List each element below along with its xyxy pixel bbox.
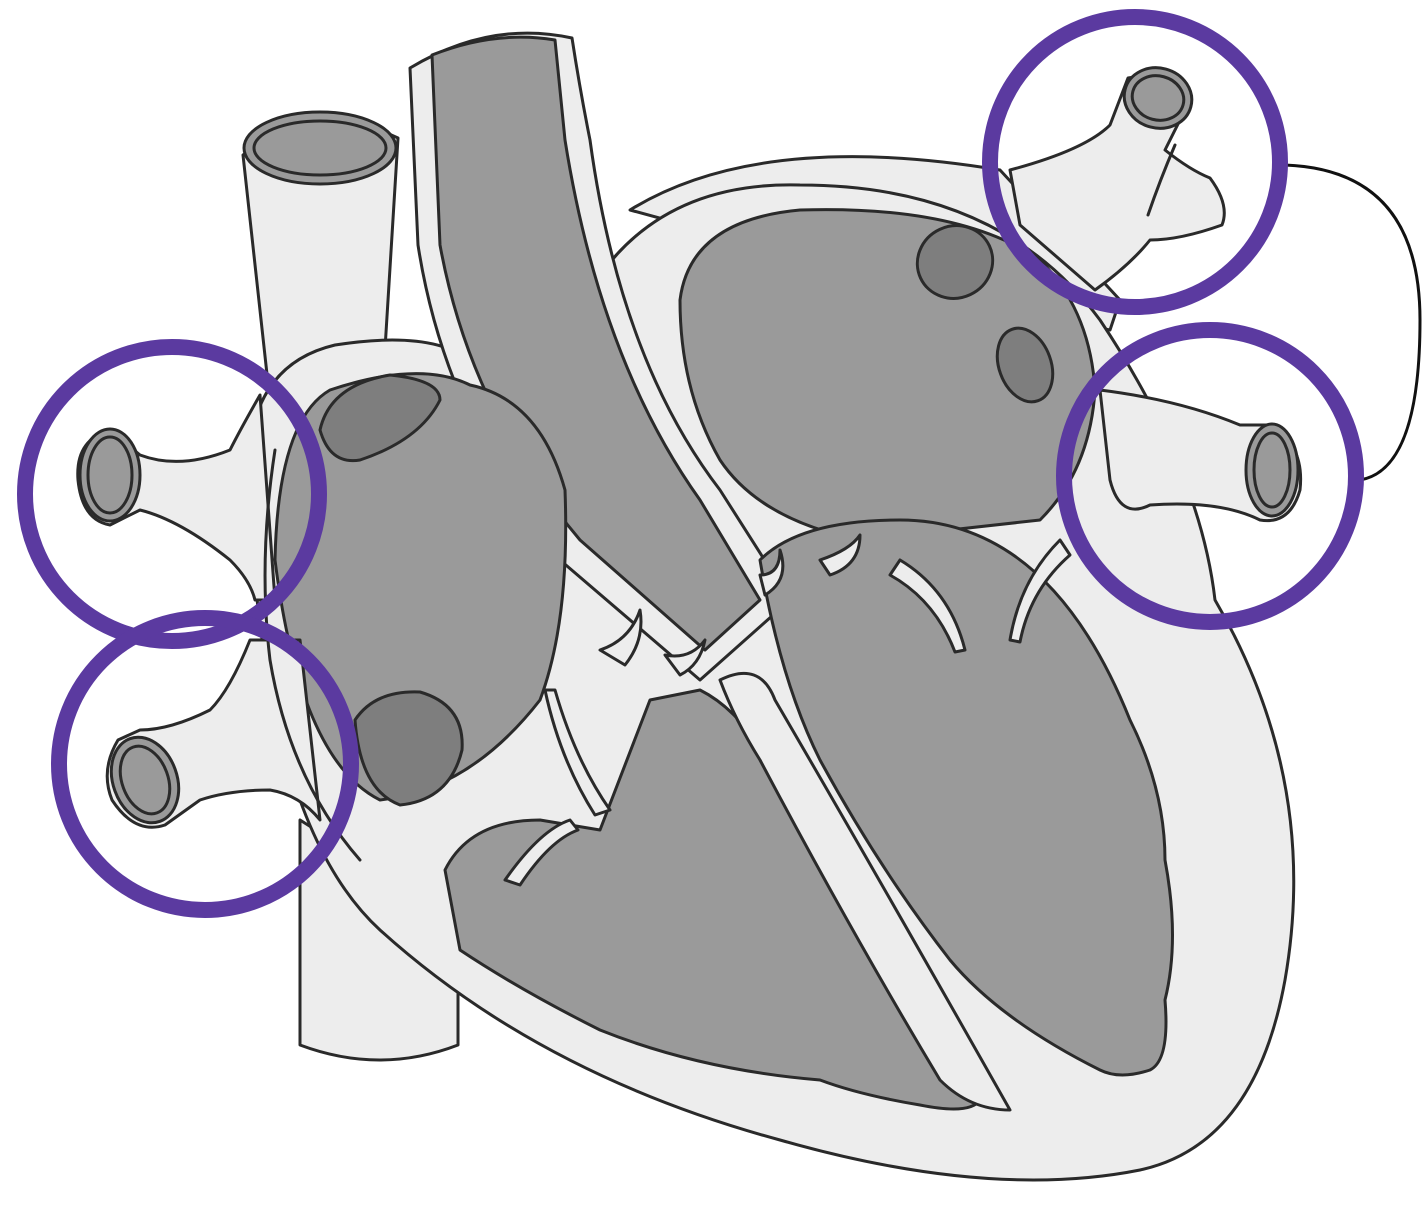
superior-vena-cava-opening (244, 112, 396, 184)
